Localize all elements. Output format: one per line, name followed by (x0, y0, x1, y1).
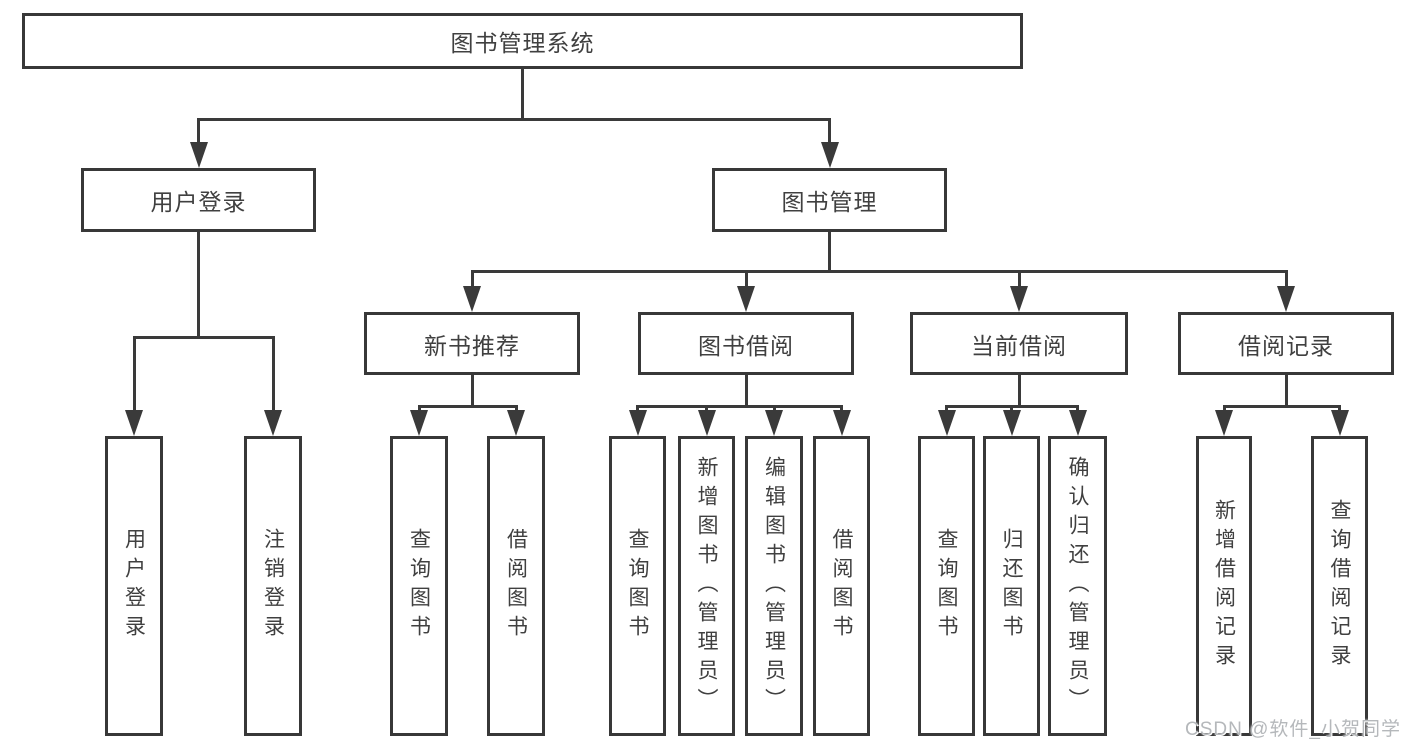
node-label-new-book-recommend: 新书推荐 (424, 332, 520, 359)
connector-line (1284, 375, 1288, 405)
arrowhead-down-icon (463, 286, 481, 312)
node-label-bor-borrow-books: 借阅图书 (830, 528, 853, 644)
node-rec-borrow-books: 借阅图书 (487, 436, 545, 736)
node-label-bor-query-books: 查询图书 (626, 528, 649, 644)
node-bor-query-books: 查询图书 (609, 436, 666, 736)
arrowhead-down-icon (737, 286, 755, 312)
csdn-watermark: CSDN @软件_小贺同学 (1185, 719, 1401, 740)
node-new-book-recommend: 新书推荐 (364, 312, 580, 375)
node-borrowing-records: 借阅记录 (1178, 312, 1394, 375)
connector-line (417, 405, 518, 408)
arrowhead-down-icon (125, 410, 143, 436)
node-label-cur-confirm-return: 确认归还（管理员） (1066, 455, 1089, 717)
arrowhead-down-icon (410, 410, 428, 436)
node-label-book-borrowing: 图书借阅 (698, 332, 794, 359)
node-label-cur-return-books: 归还图书 (1000, 528, 1023, 644)
node-label-root: 图书管理系统 (450, 30, 595, 56)
connector-line (514, 405, 518, 412)
node-label-rec-query-books: 查询图书 (407, 528, 431, 644)
connector-line (470, 375, 474, 405)
arrowhead-down-icon (507, 410, 525, 436)
connector-line (197, 232, 200, 336)
node-root: 图书管理系统 (22, 13, 1023, 69)
connector-line (1222, 405, 1341, 408)
node-label-user-login: 用户登录 (122, 528, 146, 644)
connector-line (470, 270, 474, 288)
node-bor-edit-books: 编辑图书（管理员） (745, 436, 803, 736)
arrowhead-down-icon (1215, 410, 1233, 436)
arrowhead-down-icon (264, 410, 282, 436)
arrowhead-down-icon (832, 410, 851, 436)
node-label-user-login-menu: 用户登录 (150, 189, 247, 215)
connector-line (1076, 405, 1079, 412)
connector-line (636, 405, 639, 412)
arrowhead-down-icon (1002, 410, 1021, 436)
connector-line (197, 118, 831, 121)
node-logout: 注销登录 (244, 436, 302, 736)
node-label-logout: 注销登录 (261, 528, 285, 644)
node-label-book-management: 图书管理 (781, 189, 878, 215)
connector-line (197, 118, 200, 144)
connector-line (1010, 405, 1013, 412)
arrowhead-down-icon (628, 410, 647, 436)
node-label-bor-add-books: 新增图书（管理员） (695, 455, 718, 717)
node-rec2-query-record: 查询借阅记录 (1311, 436, 1368, 736)
arrowhead-down-icon (189, 142, 208, 168)
arrowhead-down-icon (1068, 410, 1087, 436)
connector-line (1284, 270, 1288, 288)
connector-line (945, 405, 948, 412)
connector-line (828, 232, 831, 270)
connector-line (132, 336, 275, 339)
node-user-login: 用户登录 (105, 436, 163, 736)
node-cur-return-books: 归还图书 (983, 436, 1040, 736)
node-label-rec2-query-record: 查询借阅记录 (1328, 499, 1351, 673)
node-bor-borrow-books: 借阅图书 (813, 436, 870, 736)
node-rec-query-books: 查询图书 (390, 436, 448, 736)
arrowhead-down-icon (765, 410, 783, 436)
connector-line (1338, 405, 1341, 412)
node-book-management: 图书管理 (712, 168, 947, 232)
node-label-cur-query-books: 查询图书 (935, 528, 958, 644)
connector-line (271, 336, 275, 412)
arrowhead-down-icon (1277, 286, 1295, 312)
node-rec2-add-record: 新增借阅记录 (1196, 436, 1252, 736)
connector-line (521, 69, 524, 118)
connector-line (772, 405, 776, 412)
connector-line (636, 405, 843, 408)
connector-line (840, 405, 843, 412)
node-label-borrowing-records: 借阅记录 (1238, 332, 1334, 359)
arrowhead-down-icon (820, 142, 839, 168)
node-label-rec2-add-record: 新增借阅记录 (1212, 499, 1236, 673)
connector-line (828, 118, 831, 144)
connector-line (705, 405, 708, 412)
node-label-rec-borrow-books: 借阅图书 (504, 528, 528, 644)
node-cur-query-books: 查询图书 (918, 436, 975, 736)
connector-line (744, 375, 748, 405)
connector-line (1017, 270, 1021, 288)
connector-line (132, 336, 136, 412)
node-label-current-borrowing: 当前借阅 (971, 332, 1067, 359)
node-user-login-menu: 用户登录 (81, 168, 316, 232)
arrowhead-down-icon (1010, 286, 1028, 312)
connector-line (417, 405, 421, 412)
connector-line (1017, 375, 1021, 405)
connector-line (470, 270, 1288, 273)
node-book-borrowing: 图书借阅 (638, 312, 854, 375)
connector-line (744, 270, 748, 288)
arrowhead-down-icon (1330, 410, 1349, 436)
node-label-bor-edit-books: 编辑图书（管理员） (762, 455, 786, 717)
node-current-borrowing: 当前借阅 (910, 312, 1128, 375)
arrowhead-down-icon (937, 410, 956, 436)
arrowhead-down-icon (697, 410, 716, 436)
node-cur-confirm-return: 确认归还（管理员） (1048, 436, 1107, 736)
connector-line (1222, 405, 1226, 412)
node-bor-add-books: 新增图书（管理员） (678, 436, 735, 736)
